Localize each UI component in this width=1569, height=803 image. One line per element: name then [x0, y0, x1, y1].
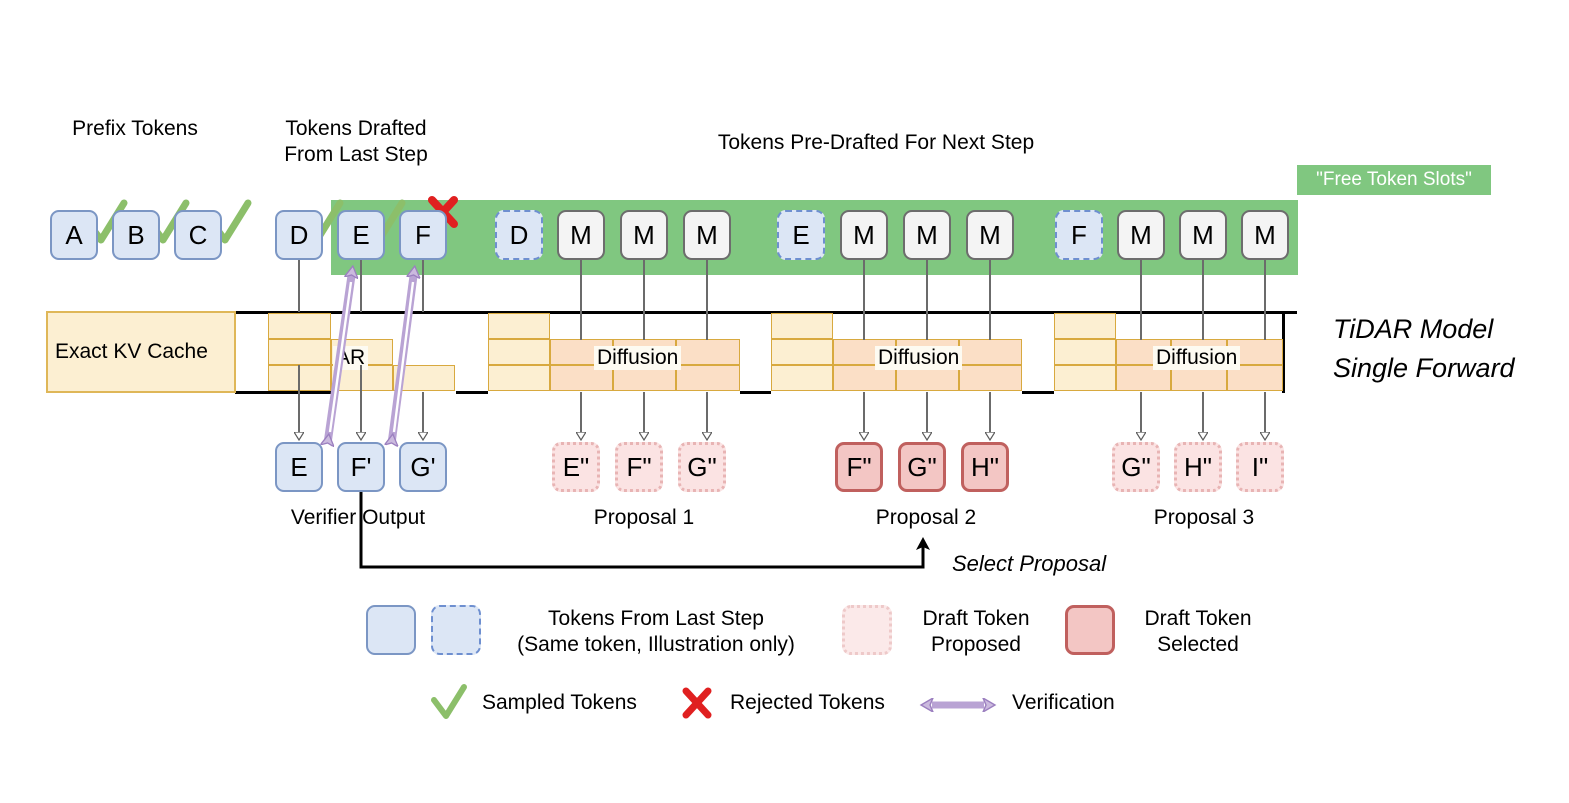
mask-rule-right-edge — [1282, 311, 1285, 393]
model-label-line1: TiDAR Model — [1333, 314, 1494, 344]
proposal-1-token-2[interactable]: F" — [615, 442, 663, 492]
proposal-2-token-1[interactable]: F" — [835, 442, 883, 492]
legend-label-sampled: Sampled Tokens — [482, 691, 637, 714]
predraft-mask-1-2[interactable]: M — [620, 210, 668, 260]
d3-block-r2c3 — [1227, 339, 1283, 365]
predraft-anchor-d[interactable]: D — [495, 210, 543, 260]
proposal-3-caption: Proposal 3 — [1153, 506, 1255, 529]
verifier-output-token-1[interactable]: E — [275, 442, 323, 492]
d1-block-r3c3 — [676, 365, 740, 391]
predraft-mask-3-3[interactable]: M — [1241, 210, 1289, 260]
legend-swatch-draft-proposed — [842, 605, 892, 655]
model-label-line2: Single Forward — [1333, 353, 1515, 383]
predraft-anchor-f[interactable]: F — [1055, 210, 1103, 260]
proposal-3-token-1[interactable]: G" — [1112, 442, 1160, 492]
legend-label-selected-line1: Draft Token — [1144, 607, 1252, 630]
d2-prefix-cell-r3 — [771, 365, 833, 391]
proposal-1-caption: Proposal 1 — [593, 506, 695, 529]
mask-rule-top-d3 — [1054, 311, 1297, 314]
legend-swatch-last-step-dashed — [431, 605, 481, 655]
drafted-token-d[interactable]: D — [275, 210, 323, 260]
select-proposal-label: Select Proposal — [952, 551, 1107, 576]
proposal-2-token-2[interactable]: G" — [898, 442, 946, 492]
predraft-mask-1-3[interactable]: M — [683, 210, 731, 260]
prefix-token-a[interactable]: A — [50, 210, 98, 260]
d1-prefix-cell-r3 — [488, 365, 550, 391]
verifier-output-token-3[interactable]: G' — [399, 442, 447, 492]
d2-prefix-cell-r1 — [771, 313, 833, 339]
legend-label-proposed-line2: Proposed — [931, 633, 1021, 656]
legend-swatch-last-step-solid — [366, 605, 416, 655]
legend-swatch-draft-selected — [1065, 605, 1115, 655]
predraft-mask-2-3[interactable]: M — [966, 210, 1014, 260]
legend-label-proposed-line1: Draft Token — [922, 607, 1030, 630]
d1-prefix-cell-r1 — [488, 313, 550, 339]
drafted-token-f[interactable]: F — [399, 210, 447, 260]
free-token-slots-tag: "Free Token Slots" — [1297, 165, 1491, 195]
heading-drafted-line1: Tokens Drafted — [285, 117, 427, 140]
diffusion-label-3: Diffusion — [1153, 346, 1241, 370]
d1-prefix-cell-r2 — [488, 339, 550, 365]
d3-prefix-cell-r1 — [1054, 313, 1116, 339]
heading-predrafted: Tokens Pre-Drafted For Next Step — [717, 131, 1035, 154]
proposal-1-token-1[interactable]: E" — [552, 442, 600, 492]
mask-rule-top-gap2 — [456, 311, 488, 314]
predraft-mask-2-2[interactable]: M — [903, 210, 951, 260]
legend-label-selected-line2: Selected — [1157, 633, 1239, 656]
heading-prefix-tokens: Prefix Tokens — [72, 117, 198, 140]
verifier-output-token-2[interactable]: F' — [337, 442, 385, 492]
d3-prefix-cell-r3 — [1054, 365, 1116, 391]
mask-rule-top-d1 — [488, 311, 771, 314]
mask-rule-bottom-gap1 — [235, 391, 331, 394]
d2-block-r2c3 — [959, 339, 1022, 365]
proposal-3-token-2[interactable]: H" — [1174, 442, 1222, 492]
prefix-token-c[interactable]: C — [174, 210, 222, 260]
exact-kv-cache-block — [46, 311, 236, 393]
legend-label-last-step-line2: (Same token, Illustration only) — [517, 633, 795, 656]
drafted-token-e[interactable]: E — [337, 210, 385, 260]
mask-rule-bottom-d2 — [1022, 391, 1054, 394]
mask-rule-bottom-d1 — [740, 391, 771, 394]
d2-block-r3c3 — [959, 365, 1022, 391]
exact-kv-cache-label: Exact KV Cache — [55, 340, 208, 363]
diffusion-label-1: Diffusion — [594, 346, 682, 370]
predraft-mask-1-1[interactable]: M — [557, 210, 605, 260]
prefix-token-b[interactable]: B — [112, 210, 160, 260]
proposal-1-token-3[interactable]: G" — [678, 442, 726, 492]
proposal-3-token-3[interactable]: I" — [1236, 442, 1284, 492]
diffusion-label-2: Diffusion — [875, 346, 963, 370]
legend-label-last-step-line1: Tokens From Last Step — [548, 607, 764, 630]
heading-drafted-line2: From Last Step — [284, 143, 428, 166]
predraft-anchor-e[interactable]: E — [777, 210, 825, 260]
verifier-output-caption: Verifier Output — [290, 506, 426, 529]
legend-label-verification: Verification — [1012, 691, 1115, 714]
proposal-2-token-3[interactable]: H" — [961, 442, 1009, 492]
d3-prefix-cell-r2 — [1054, 339, 1116, 365]
predraft-mask-3-1[interactable]: M — [1117, 210, 1165, 260]
mask-rule-top-d2 — [771, 311, 1054, 314]
mask-rule-bottom-gap2 — [456, 391, 488, 394]
predraft-mask-2-1[interactable]: M — [840, 210, 888, 260]
legend-label-rejected: Rejected Tokens — [730, 691, 885, 714]
proposal-2-caption: Proposal 2 — [875, 506, 977, 529]
mask-rule-top-gap1 — [235, 311, 331, 314]
predraft-mask-3-2[interactable]: M — [1179, 210, 1227, 260]
d2-prefix-cell-r2 — [771, 339, 833, 365]
